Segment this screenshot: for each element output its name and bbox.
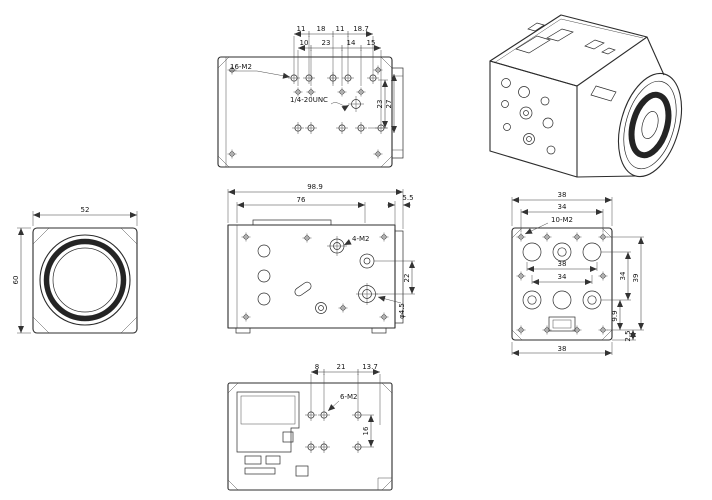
lens-ring — [43, 238, 127, 322]
lens-outer-circle — [39, 234, 131, 326]
label-16-m2: 16-M2 — [230, 63, 252, 71]
dim-side-76: 76 — [297, 196, 306, 204]
isometric-view — [489, 14, 683, 178]
dim-top-r2-4: 15 — [367, 39, 376, 47]
label-10-m2: 10-M2 — [551, 216, 573, 224]
bottom-body — [227, 382, 393, 491]
dim-side-overall: 98.9 — [307, 183, 323, 191]
dim-rear-right-outer: 39 — [632, 274, 640, 283]
dim-bottom-21: 21 — [337, 363, 346, 371]
front-view: 52 60 — [12, 206, 138, 334]
dim-side-dia: φ4.5 — [398, 303, 406, 319]
label-4-m2: 4-M2 — [352, 235, 369, 243]
iso-lens-glass-ring — [628, 91, 672, 159]
dim-top-r1-3: 11 — [336, 25, 345, 33]
front-body — [32, 227, 138, 334]
dim-bottom-16: 16 — [362, 426, 370, 435]
dim-side-55: 5.5 — [402, 194, 413, 202]
rear-view: 38 34 10-M2 38 34 38 34 39 9.9 2.5 — [511, 191, 644, 356]
dim-rear-top-outer: 38 — [558, 191, 567, 199]
dim-top-r2-1: 10 — [300, 39, 309, 47]
bottom-view: 6-M2 8 21 13.7 16 — [227, 363, 393, 491]
dim-top-r1-2: 18 — [317, 25, 326, 33]
dim-rear-25: 2.5 — [624, 330, 632, 341]
label-6-m2: 6-M2 — [340, 393, 357, 401]
dim-rear-99: 9.9 — [611, 310, 619, 321]
dim-top-r2-2: 23 — [322, 39, 331, 47]
dim-rear-right-inner: 34 — [619, 271, 627, 280]
dim-rear-top-inner: 34 — [558, 203, 567, 211]
iso-lens-rim — [617, 72, 683, 178]
lens-inner-circle — [52, 247, 118, 313]
label-tripod-thread: 1/4-20UNC — [290, 96, 328, 104]
dim-rear-mid-34: 34 — [558, 273, 567, 281]
dim-front-width: 52 — [81, 206, 90, 214]
dim-side-22: 22 — [403, 274, 411, 283]
iso-top-face — [489, 14, 648, 87]
dim-top-23: 23 — [376, 100, 384, 109]
dim-top-r2-3: 14 — [347, 39, 356, 47]
dim-top-27: 27 — [385, 100, 393, 109]
side-view: 4-M2 98.9 76 5.5 22 φ4.5 — [227, 183, 415, 334]
dim-bottom-137: 13.7 — [362, 363, 378, 371]
rear-body — [511, 227, 613, 341]
dim-bottom-8: 8 — [315, 363, 319, 371]
top-body — [217, 56, 393, 168]
iso-front-face — [489, 60, 578, 178]
dim-top-r1-1: 11 — [297, 25, 306, 33]
dim-top-r1-4: 18.7 — [353, 25, 369, 33]
dim-rear-mid-38: 38 — [558, 260, 567, 268]
top-view: 11 18 11 18.7 10 23 14 15 16-M2 1/4-20UN… — [217, 25, 404, 168]
dim-front-height: 60 — [12, 276, 20, 285]
dim-rear-bottom: 38 — [558, 345, 567, 353]
side-body — [227, 224, 396, 329]
